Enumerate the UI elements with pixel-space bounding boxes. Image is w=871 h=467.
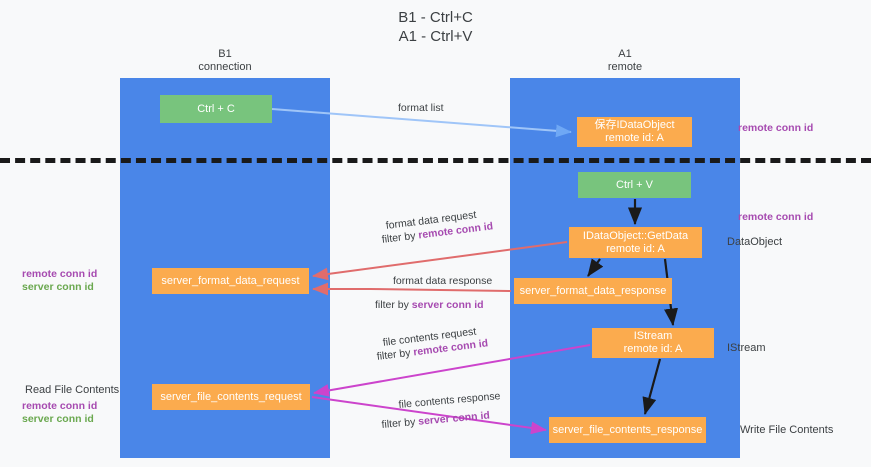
edge-label-format-list: format list: [398, 102, 444, 114]
node-server-file-contents-response-label: server_file_contents_response: [552, 423, 703, 436]
node-server-format-data-request-label: server_format_data_request: [161, 274, 300, 287]
node-istream[interactable]: IStream remote id: A: [592, 328, 714, 358]
node-istream-line2: remote id: A: [623, 343, 683, 355]
section-divider: [0, 158, 871, 163]
edge-label-format-data-response-filter: filter by server conn id: [375, 298, 484, 312]
filter-key-server-conn-id: server conn id: [417, 409, 491, 428]
node-save-idataobject-line1: 保存IDataObject: [594, 119, 675, 131]
node-save-idataobject[interactable]: 保存IDataObject remote id: A: [577, 117, 692, 147]
filter-key-server-conn-id: server conn id: [411, 299, 484, 311]
node-server-format-data-response[interactable]: server_format_data_response: [514, 278, 672, 304]
annotation-read-file-contents: Read File Contents: [25, 384, 120, 396]
lane-header-a1: A1 remote: [510, 48, 740, 74]
node-idataobject-getdata-line2: remote id: A: [606, 242, 665, 255]
annotation-bottom-server-conn-id: server conn id: [22, 413, 94, 425]
annotation-left-remote-conn-id: remote conn id: [22, 268, 98, 280]
filter-prefix: filter by: [376, 346, 415, 363]
annotation-dataobject: DataObject: [727, 236, 783, 248]
node-ctrl-v[interactable]: Ctrl + V: [578, 172, 691, 198]
lane-header-b1-name: B1: [218, 48, 232, 60]
filter-prefix: filter by: [375, 299, 412, 311]
lane-header-b1-role: connection: [198, 61, 252, 73]
lane-header-a1-role: remote: [607, 61, 643, 73]
lane-header-a1-name: A1: [618, 48, 632, 60]
node-idataobject-getdata-line1: IDataObject::GetData: [582, 229, 689, 242]
node-ctrl-c-label: Ctrl + C: [197, 102, 235, 115]
annotation-remote-conn-id-mid: remote conn id: [738, 211, 814, 223]
node-idataobject-getdata[interactable]: IDataObject::GetData remote id: A: [569, 227, 702, 258]
filter-prefix: filter by: [381, 415, 419, 431]
edge-label-file-contents-response-filter: filter by server conn id: [381, 409, 490, 432]
node-server-format-data-response-label: server_format_data_response: [519, 284, 667, 297]
edge-label-format-data-response: format data response: [393, 275, 493, 287]
annotation-write-file-contents: Write File Contents: [740, 424, 834, 436]
annotation-istream: IStream: [727, 342, 766, 354]
annotation-left-conn-ids: remote conn id server conn id: [22, 268, 97, 294]
lane-header-b1: B1 connection: [120, 48, 330, 74]
node-istream-line1: IStream: [633, 330, 673, 342]
filter-prefix: filter by: [381, 229, 420, 246]
node-server-format-data-request[interactable]: server_format_data_request: [152, 268, 309, 294]
annotation-bottom-remote-conn-id: remote conn id: [22, 400, 98, 412]
node-ctrl-v-label: Ctrl + V: [616, 178, 653, 191]
node-server-file-contents-request-label: server_file_contents_request: [160, 390, 302, 403]
node-server-file-contents-response[interactable]: server_file_contents_response: [549, 417, 706, 443]
node-ctrl-c[interactable]: Ctrl + C: [160, 95, 272, 123]
node-server-file-contents-request[interactable]: server_file_contents_request: [152, 384, 310, 410]
annotation-left-server-conn-id: server conn id: [22, 281, 94, 293]
node-save-idataobject-line2: remote id: A: [605, 132, 664, 144]
annotation-bottom-conn-ids: remote conn id server conn id: [22, 400, 97, 426]
annotation-remote-conn-id-top: remote conn id: [738, 122, 814, 134]
title-line-2: A1 - Ctrl+V: [398, 28, 473, 45]
page-title: B1 - Ctrl+C A1 - Ctrl+V: [0, 8, 871, 46]
title-line-1: B1 - Ctrl+C: [398, 9, 473, 26]
edge-format-data-response-out: [369, 288, 512, 292]
